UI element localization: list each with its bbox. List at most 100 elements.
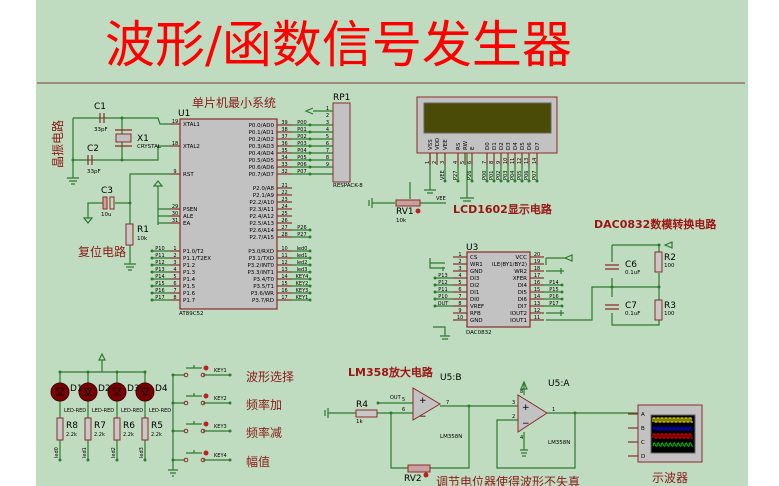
- rp1-pin-number: 6: [326, 141, 329, 147]
- led-resistor: [141, 417, 149, 441]
- junction: [610, 285, 614, 289]
- key-ref: KEY3: [214, 424, 227, 430]
- net-label-P07: P07: [297, 169, 306, 175]
- lcd-pin-name: E: [470, 146, 476, 150]
- u3-pin-name: DI7: [518, 304, 528, 310]
- key-press-handle[interactable]: [203, 421, 209, 427]
- net-terminal: [492, 179, 496, 183]
- rp1-pin-number: 3: [326, 120, 329, 126]
- scope-channel-label: A: [641, 412, 645, 418]
- u1-pin-name: P2.4/A12: [249, 214, 274, 220]
- net-label-P06: P06: [297, 162, 306, 168]
- key-function-label: 波形选择: [246, 370, 294, 384]
- lcd-pin-number: 4: [453, 161, 459, 164]
- junction: [657, 243, 661, 247]
- u1-pin-name: P2.3/A11: [249, 207, 274, 213]
- key-common-wire: [168, 375, 178, 477]
- key-contact: [200, 457, 206, 463]
- u1-pin-name: P1.1/T2EX: [183, 256, 211, 262]
- page-title: 波形/函数信号发生器: [105, 16, 572, 74]
- osc-wires: [72, 117, 170, 178]
- junction: [115, 370, 119, 374]
- net-terminal: [560, 283, 564, 287]
- resistor-value: 2.2k: [123, 432, 134, 438]
- c1-c2-plates: [87, 113, 105, 165]
- net-label-P06: P06: [524, 171, 530, 180]
- u5a-ref: U5:A: [548, 379, 570, 389]
- amp-section-label: LM358放大电路: [348, 365, 434, 379]
- net-label-P00: P00: [482, 171, 488, 180]
- u1-pin-number: 14: [281, 274, 287, 280]
- u3-pin-number: 16: [534, 280, 540, 286]
- key-press-handle[interactable]: [203, 393, 209, 399]
- u5a-pin-gnd: 4: [520, 435, 523, 441]
- r3-ref: R3: [664, 301, 676, 311]
- net-terminal: [150, 270, 154, 274]
- lcd-pin-name: VDD: [435, 138, 441, 150]
- u3-pin-number: 12: [534, 308, 540, 314]
- net-label-led3: led3: [139, 447, 145, 458]
- lcd-pin-number: 14: [532, 158, 538, 164]
- c6-value: 0.1uF: [625, 270, 640, 276]
- u3-pin-name: DI1: [470, 290, 479, 296]
- plus-sign: +: [419, 396, 427, 406]
- u1-pin-number: 4: [173, 267, 176, 273]
- u5a-pin-plus: 3: [512, 400, 515, 406]
- oscillator-section-label: 晶振电路: [50, 120, 65, 168]
- u3-pin-name: DI5: [518, 290, 528, 296]
- rp1-ref: RP1: [333, 93, 350, 103]
- c3-value: 10u: [101, 212, 111, 218]
- lcd-screen: [423, 102, 552, 134]
- diode-symbol-icon: [112, 387, 122, 396]
- net-label-P04: P04: [297, 148, 306, 154]
- u1-body: [179, 118, 278, 310]
- net-label-P27: P27: [453, 171, 459, 180]
- key-press-handle[interactable]: [203, 450, 209, 456]
- lcd-pin-name: D6: [527, 142, 533, 150]
- net-label-VEE: VEE: [440, 170, 446, 180]
- lcd-pin-name: VEE: [443, 139, 449, 150]
- dac-wires: [429, 244, 660, 340]
- u3-pin-number: 18: [534, 266, 540, 272]
- u1-pin-name: XTAL2: [183, 144, 200, 150]
- ground-icon: [368, 198, 373, 208]
- u1-pin-name: P2.7/A15: [249, 235, 274, 241]
- rp1-pin-number: 8: [326, 155, 329, 161]
- lcd-pin-number: 9: [496, 161, 502, 164]
- pushbutton-key1[interactable]: KEY1 波形选择: [171, 365, 295, 384]
- net-terminal: [485, 179, 489, 183]
- diode-symbol-icon: [83, 387, 93, 396]
- c3-ref: C3: [101, 186, 113, 196]
- lcd-pin-number: 1: [425, 161, 431, 164]
- key-function-label: 频率减: [246, 425, 282, 440]
- u1-pin-name: P1.2: [183, 263, 195, 269]
- led-icon: [78, 382, 98, 402]
- u3-pin-number: 1: [458, 252, 461, 258]
- power-terminal-icon: [663, 241, 673, 249]
- junction: [128, 201, 132, 205]
- u5a-part: LM358N: [548, 440, 570, 446]
- net-label-P03: P03: [503, 171, 509, 180]
- u1-pin-name: P3.7/RD: [252, 298, 274, 304]
- lcd-pin-number: 8: [489, 161, 495, 164]
- u1-pin-number: 18: [172, 141, 178, 147]
- u5a-pin-vcc: 8: [520, 389, 523, 395]
- u1-pin-number: 28: [281, 232, 287, 238]
- key-ref: KEY1: [214, 368, 227, 374]
- rv1-value: 10k: [396, 218, 407, 224]
- u3-pin-number: 9: [458, 308, 461, 314]
- pushbutton-key3[interactable]: KEY3 频率减: [171, 421, 283, 440]
- u1-pin-number: 35: [281, 148, 287, 154]
- rv2-adjust-handle[interactable]: [423, 472, 429, 478]
- key-press-handle[interactable]: [203, 365, 209, 371]
- u1-pin-number: 26: [281, 218, 287, 224]
- rv1-adjust-handle[interactable]: [415, 208, 421, 214]
- net-terminal: [228, 458, 232, 462]
- key-wire: [173, 421, 230, 432]
- key-ref: KEY4: [214, 453, 227, 459]
- rp1-pin-number: 1: [326, 106, 329, 112]
- u1-pin-number: 31: [172, 218, 178, 224]
- resistor-value: 2.2k: [94, 432, 105, 438]
